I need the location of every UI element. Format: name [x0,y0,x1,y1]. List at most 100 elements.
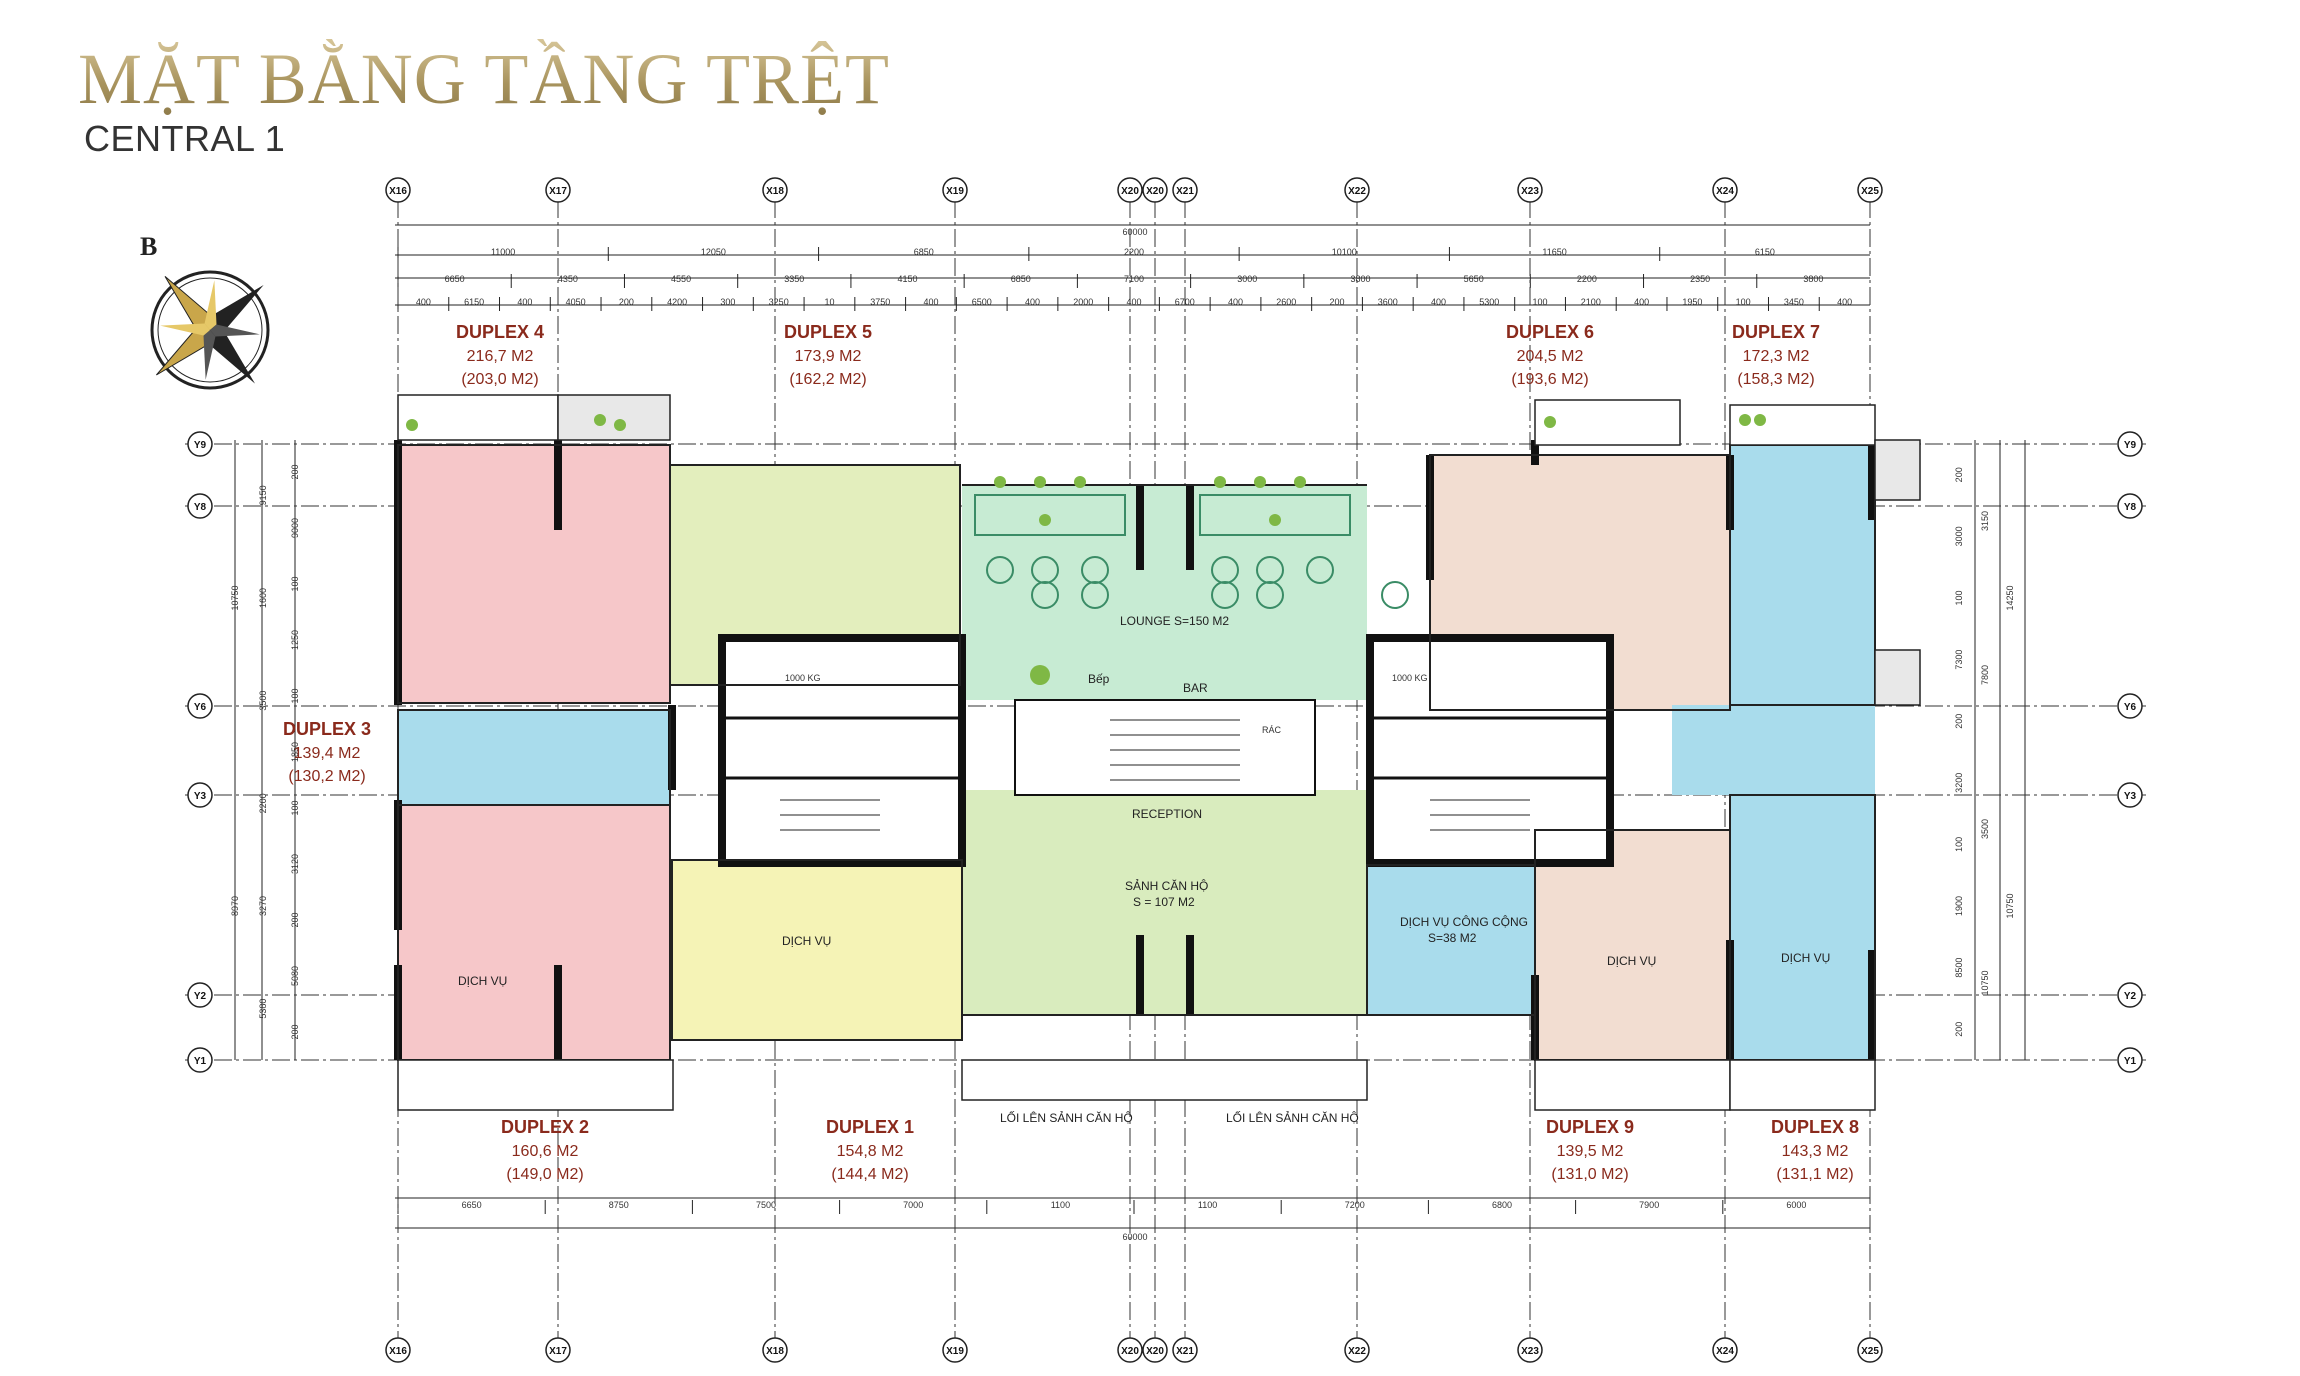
top-dim-row3: 200 [619,297,634,307]
unit-name: DUPLEX 5 [784,322,872,342]
top-dim-row3: 2100 [1581,297,1601,307]
top-dim-row1: 11000 [491,247,515,257]
top-dim-row3: 3250 [769,297,789,307]
building-cores: 1000 KG 1000 KG RÁC [718,634,1614,867]
compass-north-label: B [140,232,157,261]
top-dimension-lines [395,224,1870,306]
interior-walls [397,444,1876,1061]
grid-y-label: Y3 [2124,791,2137,802]
top-dim-row3: 400 [923,297,938,307]
top-dim-row2: 3350 [784,274,804,284]
grid-x-label: X24 [1716,186,1734,197]
unit-name: DUPLEX 9 [1546,1117,1634,1137]
page-subtitle: CENTRAL 1 [84,118,286,159]
left-dim-outer: 10750 [230,585,240,610]
grid-x-label: X16 [389,1346,407,1357]
lounge-label: LOUNGE S=150 M2 [1120,614,1229,628]
right-dim-mid: 10750 [1980,970,1990,995]
unit-name: DUPLEX 3 [283,719,371,739]
top-dim-row3: 400 [1431,297,1446,307]
grid-x-label: X19 [946,1346,964,1357]
top-dim-row2: 4150 [898,274,918,284]
right-dim-mid: 3150 [1980,511,1990,531]
top-dim-row3: 400 [1634,297,1649,307]
unit-area: 173,9 M2 [795,348,862,365]
top-dim-row3: 2600 [1276,297,1296,307]
unit-area: 154,8 M2 [837,1143,904,1160]
grid-x-label: X21 [1176,186,1194,197]
top-dim-row3: 3750 [870,297,890,307]
left-dim-mid: 3500 [258,691,268,711]
unit-net-area: (203,0 M2) [461,371,538,388]
unit-name: DUPLEX 6 [1506,322,1594,342]
grid-x-label: X20 [1121,1346,1139,1357]
unit-area: 143,3 M2 [1782,1143,1849,1160]
bottom-dim-row1: 1100 [1051,1200,1070,1210]
right-dim-mid: 3500 [1980,819,1990,839]
dv-cong-cong-area-label: S=38 M2 [1428,931,1477,945]
grid-bubbles: X16X16X17X17X18X18X19X19X20X20X20X20X21X… [187,177,2143,1363]
left-dim-mid: 2200 [258,793,268,813]
grid-x-label: X23 [1521,186,1539,197]
compass-icon: B [140,232,270,390]
top-dim-row1: 12050 [701,247,726,257]
grid-x-label: X17 [549,1346,567,1357]
bottom-dim-row1: 6000 [1786,1200,1806,1210]
grid-x-label: X23 [1521,1346,1539,1357]
top-dim-row2: 3800 [1803,274,1823,284]
right-dim-inner: 3000 [1954,526,1964,546]
top-dim-row3: 4050 [566,297,586,307]
unit-net-area: (193,6 M2) [1511,371,1588,388]
right-dim-inner: 200 [1954,1022,1964,1037]
grid-y-label: Y6 [194,702,207,713]
top-dim-row2: 4350 [558,274,578,284]
grid-x-label: X20 [1146,1346,1164,1357]
left-dim-mid: 3270 [258,896,268,916]
top-dim-row2: 7100 [1124,274,1144,284]
unit-area: 139,4 M2 [294,745,361,762]
unit-net-area: (162,2 M2) [789,371,866,388]
lounge-fill [962,485,1367,700]
top-dim-row3: 2000 [1073,297,1093,307]
right-dim-outer: 14250 [2005,585,2015,610]
grid-y-label: Y8 [2124,502,2137,513]
left-dim-inner: 5080 [290,966,300,986]
bottom-dim-row1: 6650 [462,1200,482,1210]
unit-net-area: (130,2 M2) [288,768,365,785]
duplex-2-fill [398,805,670,1060]
side-dimension-lines [234,440,2026,1060]
grid-x-label: X22 [1348,186,1366,197]
top-dim-row3: 10 [824,297,834,307]
bottom-dim-row1: 7900 [1639,1200,1659,1210]
top-dim-row1: 11650 [1542,247,1566,257]
grid-y-label: Y3 [194,791,207,802]
top-dim-row3: 6150 [464,297,484,307]
left-dim-inner: 9000 [290,518,300,538]
duplex-7-fill [1730,445,1875,705]
grid-x-label: X25 [1861,186,1879,197]
right-dim-inner: 100 [1954,590,1964,605]
unit-name: DUPLEX 7 [1732,322,1820,342]
grid-y-label: Y6 [2124,702,2137,713]
right-dim-inner: 8500 [1954,958,1964,978]
grid-x-label: X20 [1121,186,1139,197]
left-dim-inner: 200 [290,1024,300,1039]
right-dim-inner: 100 [1954,837,1964,852]
dich-vu-label-2: DỊCH VỤ [782,934,831,948]
bottom-dim-row1: 7500 [756,1200,776,1210]
top-total-dim: 60000 [1122,227,1147,237]
top-dim-row3: 400 [517,297,532,307]
elevator-capacity-label-2: 1000 KG [1392,673,1428,683]
left-dim-inner: 1850 [290,742,300,762]
top-dim-row3: 400 [1228,297,1243,307]
duplex-3-fill [398,710,670,805]
terraces [397,394,1921,1111]
unit-net-area: (144,4 M2) [831,1166,908,1183]
grid-y-label: Y2 [194,991,207,1002]
top-dim-row3: 200 [1330,297,1345,307]
left-dim-inner: 100 [290,576,300,591]
dv-cong-cong-fill [1367,865,1535,1015]
left-dim-mid: 5380 [258,999,268,1019]
unit-name: DUPLEX 1 [826,1117,914,1137]
top-dim-row2: 3000 [1237,274,1257,284]
